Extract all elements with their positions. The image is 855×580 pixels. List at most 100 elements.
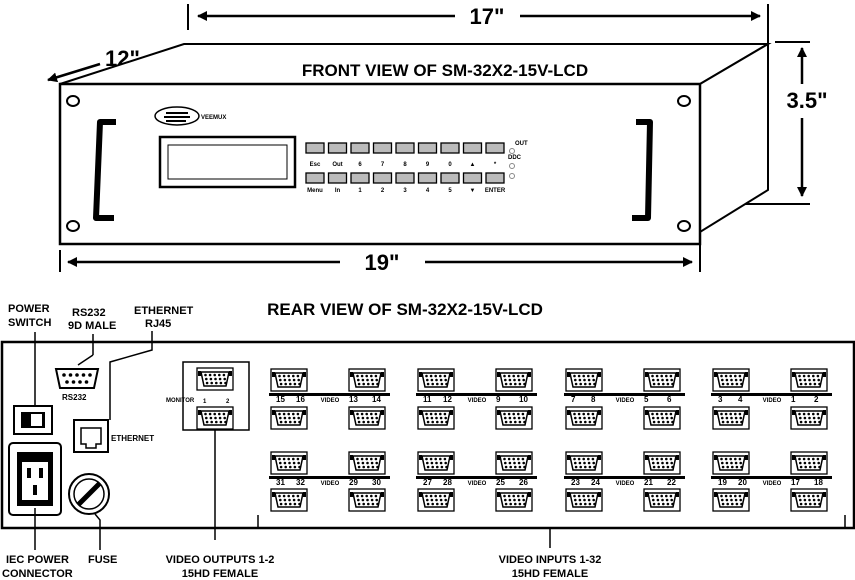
led-label-ddc: DDC — [508, 155, 522, 161]
video-input-number: 5 — [644, 395, 649, 404]
video-input-number: 22 — [667, 478, 676, 487]
vga-port — [270, 488, 308, 512]
lcd-screen — [167, 144, 288, 180]
keypad-key — [462, 142, 483, 154]
video-label: VIDEO — [763, 481, 782, 487]
keypad-key-label: 4 — [426, 188, 430, 194]
callout-rs232-line2: 9D MALE — [68, 320, 116, 332]
ethernet-port-label: ETHERNET — [111, 434, 154, 443]
vga-port — [712, 451, 750, 475]
monitor-outputs: MONITOR 1 2 — [166, 361, 250, 431]
led — [509, 173, 515, 179]
callout-video-inputs-line2: 15HD FEMALE — [512, 568, 588, 580]
rack-handle-right — [632, 119, 653, 221]
video-label: VIDEO — [763, 398, 782, 404]
vga-port — [790, 368, 828, 392]
video-input-number: 3 — [718, 395, 723, 404]
keypad-key — [350, 172, 370, 184]
front-view-title: FRONT VIEW OF SM-32X2-15V-LCD — [302, 61, 588, 80]
keypad-key — [417, 142, 438, 154]
callout-line-ethernet — [109, 331, 153, 420]
video-inputs-bracket — [257, 515, 846, 529]
video-input-number: 25 — [496, 478, 505, 487]
keypad-key — [372, 142, 393, 154]
video-input-number: 17 — [791, 478, 800, 487]
screw — [677, 95, 691, 107]
keypad-key — [305, 142, 325, 154]
keypad-key-label: Out — [332, 162, 342, 168]
video-input-number: 10 — [519, 395, 528, 404]
vga-port — [196, 406, 234, 430]
video-input-number: 4 — [738, 395, 743, 404]
video-input-number: 12 — [443, 395, 452, 404]
keypad-key — [462, 172, 483, 184]
callout-power-switch-line2: SWITCH — [8, 317, 51, 329]
screw — [66, 220, 80, 232]
keypad-key-label: 9 — [426, 162, 430, 168]
video-input-number: 28 — [443, 478, 452, 487]
vga-port — [348, 488, 386, 512]
video-input-number: 2 — [814, 395, 819, 404]
vga-port — [565, 406, 603, 430]
vga-port — [495, 406, 533, 430]
vga-port — [712, 406, 750, 430]
keypad-key-label: In — [335, 188, 341, 194]
rs232-port: RS232 — [54, 368, 100, 402]
video-input-number: 20 — [738, 478, 747, 487]
video-label: VIDEO — [321, 398, 340, 404]
callout-iec-line1: IEC POWER — [6, 554, 69, 566]
video-input-number: 11 — [423, 395, 432, 404]
pin — [71, 380, 76, 384]
screw — [66, 95, 80, 107]
keypad-key-label: ▼ — [470, 188, 476, 194]
monitor-label: MONITOR — [166, 398, 195, 404]
video-input-number: 23 — [571, 478, 580, 487]
video-input-number: 8 — [591, 395, 596, 404]
keypad-key-label: 2 — [381, 188, 385, 194]
keypad-key — [350, 142, 370, 154]
keypad-key-label: 3 — [403, 188, 407, 194]
vga-port — [196, 367, 234, 391]
callout-iec-line2: CONNECTOR — [2, 568, 73, 580]
vga-port — [495, 368, 533, 392]
height-35-label: 3.5" — [786, 88, 827, 113]
width-17-label: 17" — [470, 4, 505, 29]
keypad-key-label: 6 — [358, 162, 362, 168]
screw — [677, 220, 691, 232]
keypad-key-label: ENTER — [485, 188, 506, 194]
video-label: VIDEO — [468, 481, 487, 487]
monitor-port-number: 2 — [226, 399, 230, 405]
vga-port — [712, 488, 750, 512]
keypad-key — [485, 172, 505, 184]
pin — [75, 373, 79, 377]
video-input-number: 18 — [814, 478, 823, 487]
vga-port — [348, 406, 386, 430]
rack-handle-left — [93, 119, 116, 221]
vga-port — [495, 488, 533, 512]
video-label: VIDEO — [616, 481, 635, 487]
brand-logo: VEEMUX — [154, 106, 226, 126]
pin — [62, 373, 66, 377]
vga-port — [417, 368, 455, 392]
vga-port — [565, 368, 603, 392]
keypad-key-label: 0 — [448, 162, 452, 168]
power-switch — [13, 405, 53, 435]
keypad-key — [372, 172, 393, 184]
video-label: VIDEO — [321, 481, 340, 487]
vga-port — [790, 451, 828, 475]
video-input-number: 14 — [372, 395, 381, 404]
video-input-number: 6 — [667, 395, 672, 404]
pin — [81, 373, 86, 377]
brand-name: VEEMUX — [201, 115, 226, 121]
pin — [88, 373, 92, 377]
pin — [84, 380, 89, 384]
